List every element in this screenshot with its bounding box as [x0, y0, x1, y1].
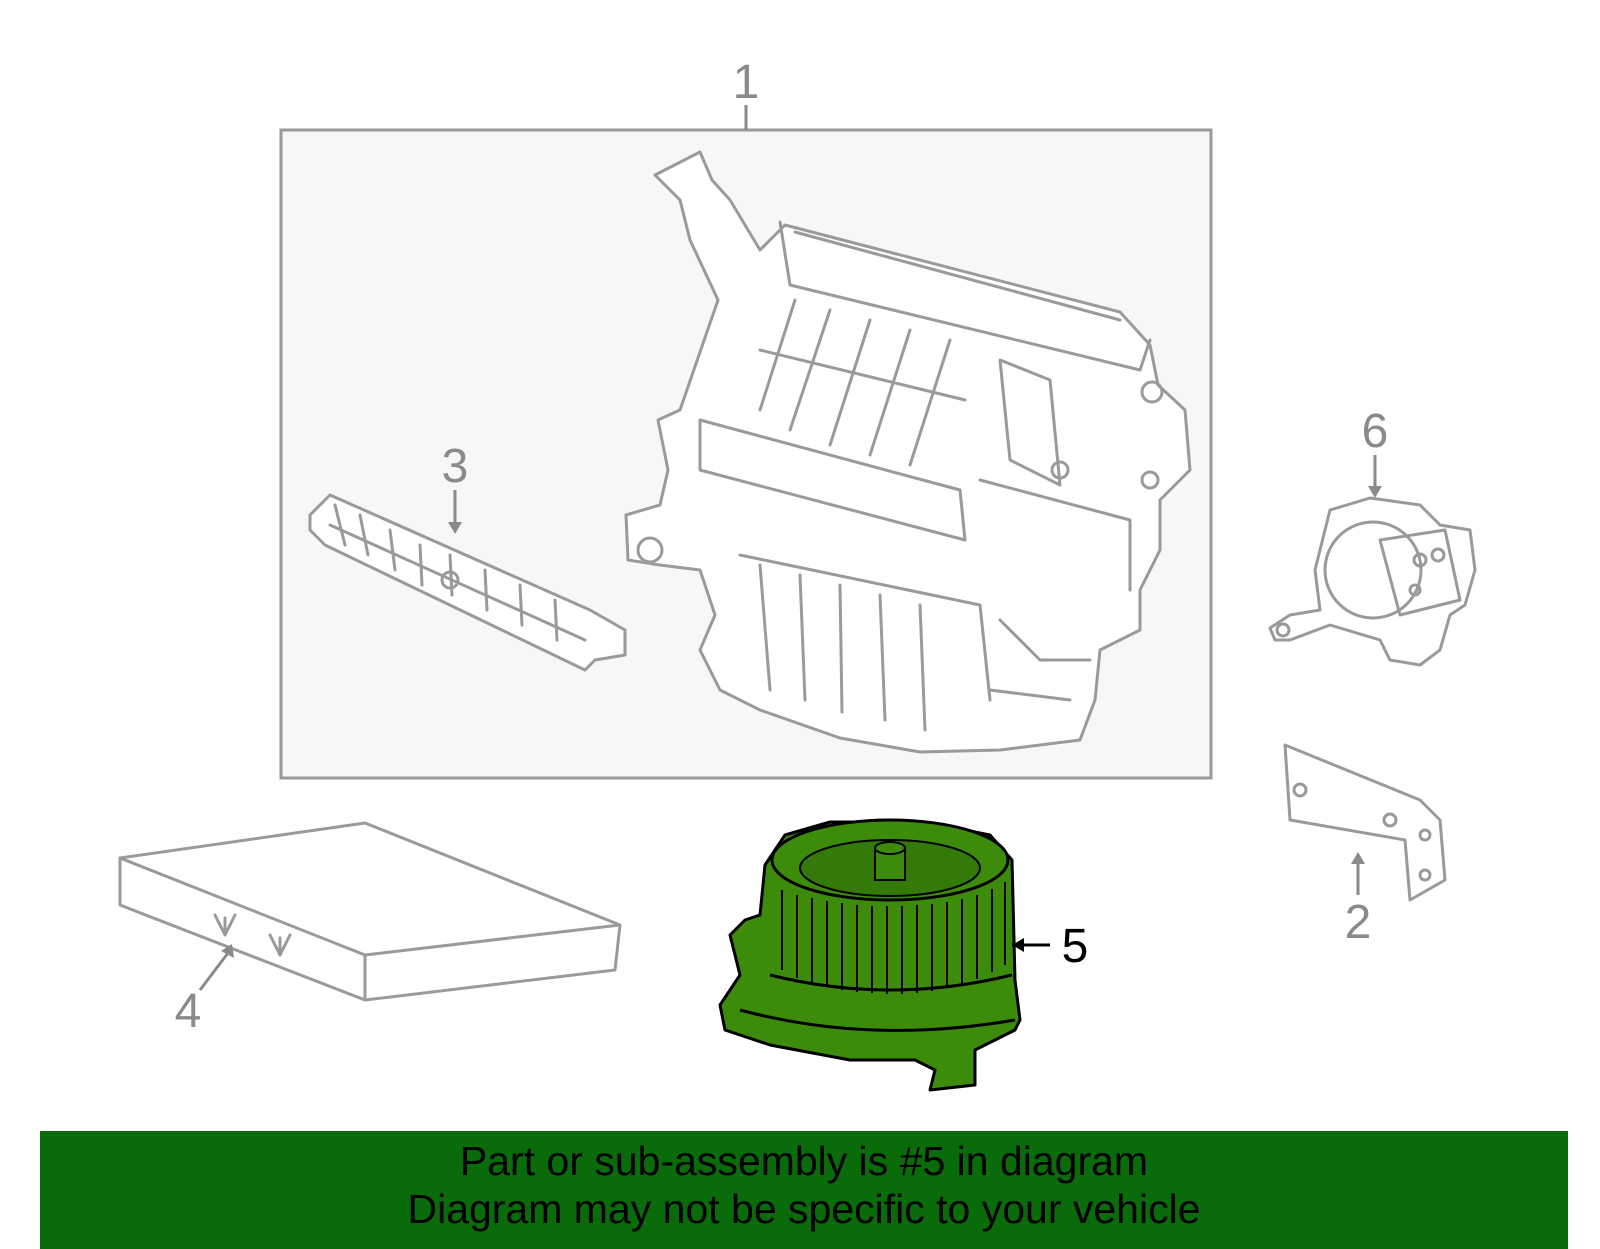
- banner-line-disclaimer: Diagram may not be specific to your vehi…: [407, 1186, 1201, 1232]
- callout-4: 4: [175, 985, 202, 1038]
- part-3-filter-lid[interactable]: [308, 490, 627, 672]
- part-4-air-filter[interactable]: [118, 821, 622, 1002]
- info-banner: Part or sub-assembly is #5 in diagram Di…: [40, 1131, 1568, 1249]
- banner-line-part: Part or sub-assembly is #5 in diagram: [459, 1138, 1149, 1184]
- callout-2: 2: [1345, 896, 1372, 949]
- part-6-actuator[interactable]: [1268, 455, 1477, 667]
- callout-1: 1: [733, 56, 760, 109]
- callout-5: 5: [1062, 920, 1089, 973]
- part-2-bracket[interactable]: [1283, 743, 1447, 902]
- part-1-hvac-assembly[interactable]: [279, 105, 1213, 780]
- callout-3: 3: [442, 440, 469, 493]
- part-5-blower-motor[interactable]: [718, 818, 1050, 1092]
- callout-6: 6: [1362, 405, 1389, 458]
